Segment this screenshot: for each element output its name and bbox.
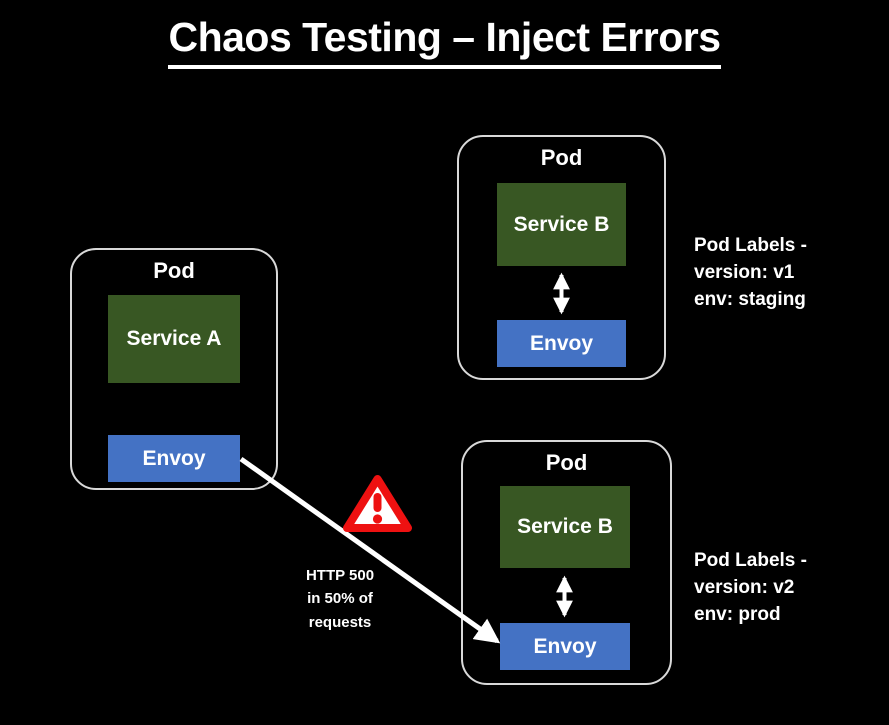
service-box-label: Service B bbox=[513, 212, 610, 236]
pod-labels-prod: Pod Labels - version: v2 env: prod bbox=[694, 550, 807, 625]
service-box-service-a: Service A bbox=[108, 295, 240, 383]
pod-label: Pod bbox=[545, 450, 588, 475]
pod-labels-staging: Pod Labels - version: v1 env: staging bbox=[694, 235, 807, 310]
pod-label: Pod bbox=[540, 145, 583, 170]
envoy-box-service-b-v2: Envoy bbox=[500, 623, 630, 670]
envoy-box-service-b-v1: Envoy bbox=[497, 320, 626, 367]
page-title-text: Chaos Testing – Inject Errors bbox=[168, 14, 721, 69]
service-box-label: Service B bbox=[517, 515, 613, 538]
fault-injection-annotation: HTTP 500 in 50% of requests bbox=[305, 567, 375, 631]
page-title: Chaos Testing – Inject Errors bbox=[0, 14, 889, 69]
pod-label: Pod bbox=[153, 258, 195, 283]
service-box-label: Service A bbox=[126, 327, 222, 350]
envoy-box-label: Envoy bbox=[533, 634, 597, 658]
service-box-service-b-v1: Service B bbox=[497, 183, 626, 266]
service-box-service-b-v2: Service B bbox=[500, 486, 630, 568]
envoy-box-label: Envoy bbox=[142, 446, 206, 470]
envoy-box-service-a: Envoy bbox=[108, 435, 240, 482]
warning-triangle-icon bbox=[343, 475, 412, 532]
envoy-box-label: Envoy bbox=[529, 331, 594, 355]
